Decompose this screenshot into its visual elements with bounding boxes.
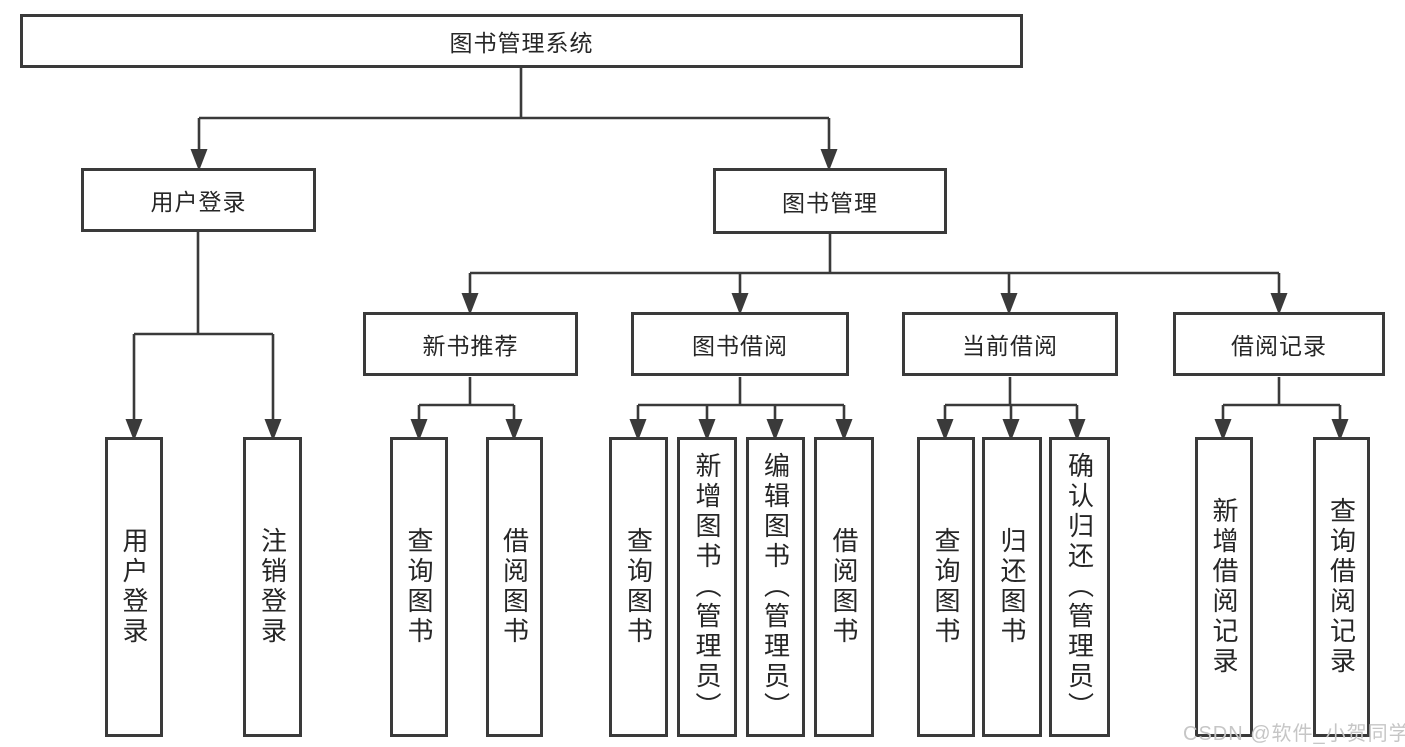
leaf-current-return-books: 归还图书: [982, 437, 1042, 737]
node-book-management: 图书管理: [713, 168, 947, 234]
node-book-borrow: 图书借阅: [631, 312, 849, 376]
leaf-records-query-record: 查询借阅记录: [1313, 437, 1370, 737]
node-new-book-recommend: 新书推荐: [363, 312, 578, 376]
leaf-records-add-record: 新增借阅记录: [1195, 437, 1253, 737]
node-user-login: 用户登录: [81, 168, 316, 232]
leaf-borrow-borrow-books: 借阅图书: [814, 437, 874, 737]
leaf-current-query-books: 查询图书: [917, 437, 975, 737]
node-current-borrow: 当前借阅: [902, 312, 1118, 376]
leaf-user-login: 用户登录: [105, 437, 163, 737]
leaf-current-confirm-return-admin: 确认归还（管理员）: [1049, 437, 1110, 737]
leaf-borrow-edit-books-admin: 编辑图书（管理员）: [746, 437, 805, 737]
csdn-watermark: CSDN @软件_小贺同学: [1183, 723, 1405, 745]
leaf-borrow-query-books: 查询图书: [609, 437, 668, 737]
leaf-borrow-add-books-admin: 新增图书（管理员）: [677, 437, 737, 737]
leaf-logout: 注销登录: [243, 437, 302, 737]
leaf-recommend-borrow-books: 借阅图书: [486, 437, 543, 737]
node-root: 图书管理系统: [20, 14, 1023, 68]
node-borrow-records: 借阅记录: [1173, 312, 1385, 376]
leaf-recommend-query-books: 查询图书: [390, 437, 448, 737]
